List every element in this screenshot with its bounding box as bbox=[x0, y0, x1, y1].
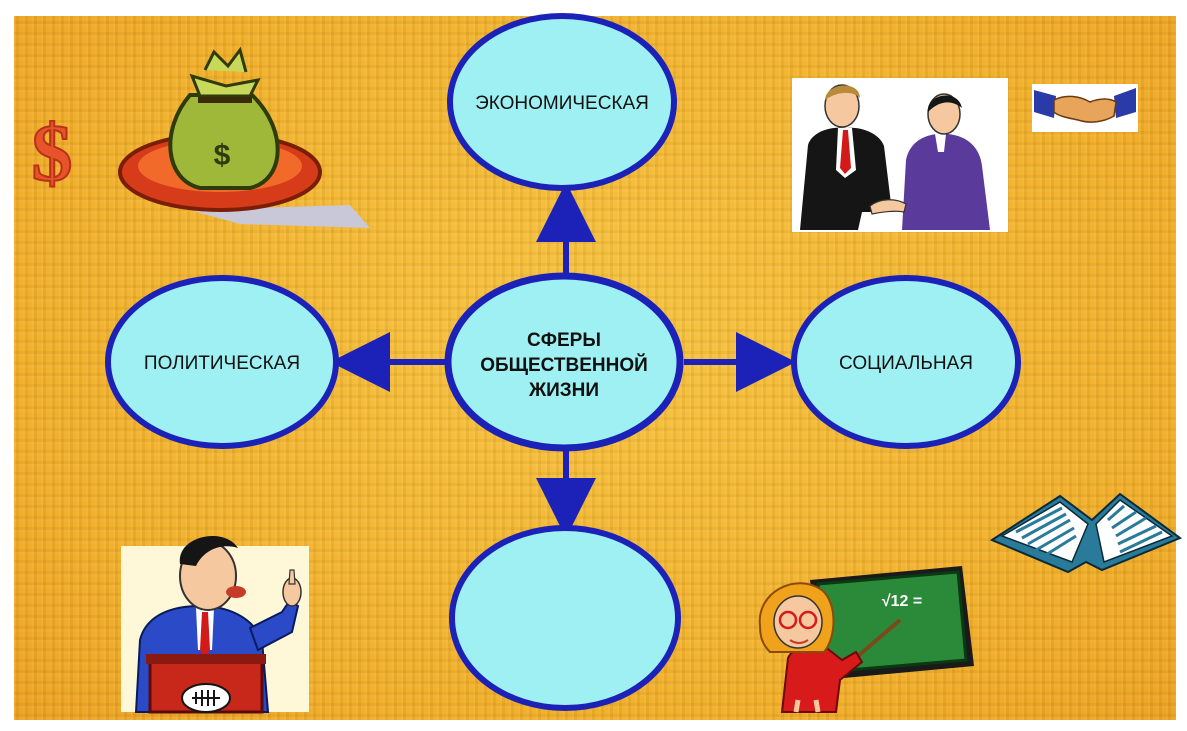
handshake-icon bbox=[1032, 84, 1138, 132]
center-label-line-2: ОБЩЕСТВЕННОЙ bbox=[480, 354, 648, 376]
center-label-line-3: ЖИЗНИ bbox=[528, 380, 599, 401]
dollar-sign-icon: $ bbox=[31, 106, 74, 199]
node-economic: ЭКОНОМИЧЕСКАЯ bbox=[447, 13, 677, 191]
open-book-icon bbox=[989, 492, 1183, 574]
connectors bbox=[330, 182, 796, 538]
node-bottom-empty bbox=[449, 525, 681, 711]
svg-text:$: $ bbox=[214, 139, 231, 172]
node-social: СОЦИАЛЬНАЯ bbox=[791, 275, 1021, 449]
money-bag-icon: $ bbox=[118, 46, 370, 228]
businessmen-handshake-icon bbox=[792, 78, 1008, 232]
center-label-line-1: СФЕРЫ bbox=[527, 330, 601, 351]
node-social-label: СОЦИАЛЬНАЯ bbox=[839, 353, 973, 374]
node-political-label: ПОЛИТИЧЕСКАЯ bbox=[144, 353, 300, 374]
node-economic-label: ЭКОНОМИЧЕСКАЯ bbox=[475, 93, 649, 114]
svg-text:$: $ bbox=[32, 107, 73, 198]
node-political: ПОЛИТИЧЕСКАЯ bbox=[105, 275, 339, 449]
politician-at-podium-icon bbox=[121, 536, 309, 714]
node-center: СФЕРЫ ОБЩЕСТВЕННОЙ ЖИЗНИ bbox=[444, 272, 684, 452]
teacher-at-blackboard-icon: √12 = bbox=[758, 566, 974, 713]
blackboard-text: √12 = bbox=[882, 593, 922, 610]
